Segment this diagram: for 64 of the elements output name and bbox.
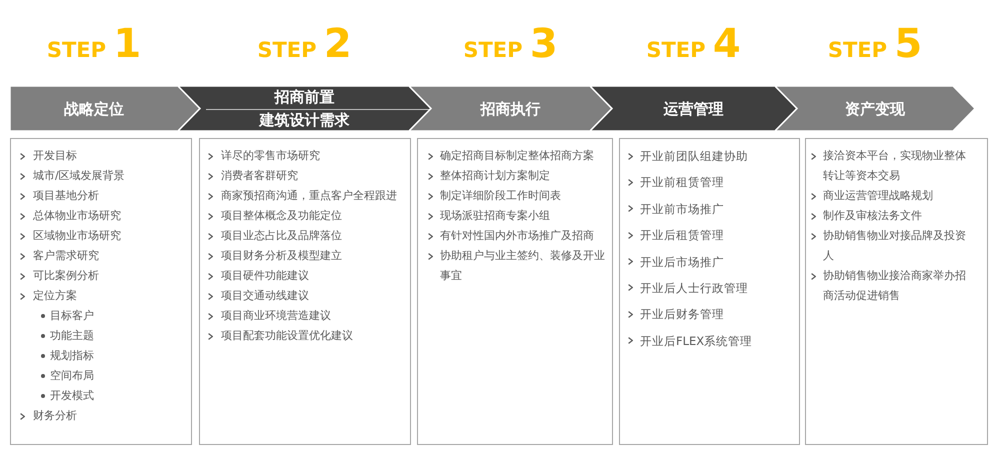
- list-item: 财务分析: [33, 409, 77, 422]
- list-item: 开业后财务管理: [640, 307, 724, 322]
- list-item: 开发模式: [50, 389, 94, 402]
- list-item: 开业前市场推广: [640, 202, 724, 216]
- list-item: 项目财务分析及模型建立: [221, 249, 342, 262]
- list-item: 接洽资本平台，实现物业整体转让等资本交易: [823, 149, 966, 182]
- list-item: 总体物业市场研究: [33, 209, 121, 222]
- step-banner: [775, 86, 975, 131]
- step-banner: [178, 86, 431, 131]
- list-item: 有针对性国内外市场推广及招商: [440, 229, 594, 242]
- list-item: 详尽的零售市场研究: [221, 149, 320, 162]
- stage-title: 招商前置: [274, 87, 334, 108]
- list-item: 规划指标: [50, 349, 94, 362]
- step-label: STEP 1: [46, 24, 142, 69]
- list-item: 制定详细阶段工作时间表: [440, 189, 561, 202]
- list-box: [805, 138, 988, 445]
- list-item: 目标客户: [50, 309, 94, 322]
- step-label: STEP 5: [828, 24, 922, 69]
- list-item: 项目业态占比及品牌落位: [221, 229, 342, 242]
- list-item: 城市/区域发展背景: [33, 169, 125, 182]
- stage-title: 战略定位: [64, 98, 124, 118]
- list-item: 开业前团队组建协助: [640, 149, 748, 163]
- stage-title: 招商执行: [480, 98, 540, 118]
- list-item: 项目硬件功能建议: [221, 269, 309, 282]
- list-box: [619, 138, 800, 445]
- list-item: 项目配套功能设置优化建议: [221, 329, 353, 342]
- step-label: STEP 2: [257, 24, 352, 69]
- list-item: 开业后租赁管理: [640, 228, 724, 242]
- list-item: 协助销售物业对接品牌及投资人: [823, 229, 966, 262]
- step-banner: [590, 86, 797, 131]
- stage-title: 建筑设计需求: [260, 110, 350, 130]
- step-banner: [10, 86, 200, 131]
- list-item: 开业后人士行政管理: [640, 280, 748, 295]
- list-item: 商业运营管理战略规划: [823, 189, 933, 202]
- list-item: 开业后市场推广: [640, 254, 724, 269]
- list-item: 开发目标: [33, 149, 77, 162]
- list-item: 协助销售物业接洽商家举办招商活动促进销售: [823, 269, 966, 302]
- step-label: STEP 4: [646, 24, 741, 69]
- list-item: 商家预招商沟通，重点客户全程跟进: [221, 189, 397, 202]
- list-item: 项目商业环境营造建议: [221, 309, 331, 322]
- list-item: 消费者客群研究: [221, 169, 298, 182]
- list-item: 现场派驻招商专案小组: [440, 209, 550, 222]
- list-box: [199, 138, 411, 445]
- list-box: [417, 138, 613, 445]
- list-item: 项目基地分析: [33, 189, 99, 202]
- step-label: STEP 3: [463, 24, 558, 69]
- list-item: 定位方案: [33, 289, 77, 302]
- list-item: 确定招商目标制定整体招商方案: [440, 149, 594, 162]
- step-banner: [409, 86, 612, 131]
- list-item: 客户需求研究: [33, 249, 99, 262]
- list-item: 项目交通动线建议: [221, 289, 309, 302]
- list-item: 项目整体概念及功能定位: [221, 209, 342, 222]
- stage-title: 运营管理: [664, 98, 724, 118]
- list-item: 协助租户与业主签约、装修及开业事宜: [440, 249, 605, 282]
- list-item: 制作及审核法务文件: [823, 209, 922, 222]
- list-item: 开业后FLEX系统管理: [640, 334, 752, 348]
- stage-title: 资产变现: [845, 98, 905, 118]
- list-item: 功能主题: [50, 329, 94, 342]
- list-item: 可比案例分析: [33, 269, 99, 282]
- list-box: [10, 138, 192, 445]
- list-item: 开业前租赁管理: [640, 175, 724, 190]
- list-item: 整体招商计划方案制定: [440, 169, 550, 182]
- list-item: 区域物业市场研究: [33, 229, 121, 242]
- list-item: 空间布局: [50, 369, 94, 382]
